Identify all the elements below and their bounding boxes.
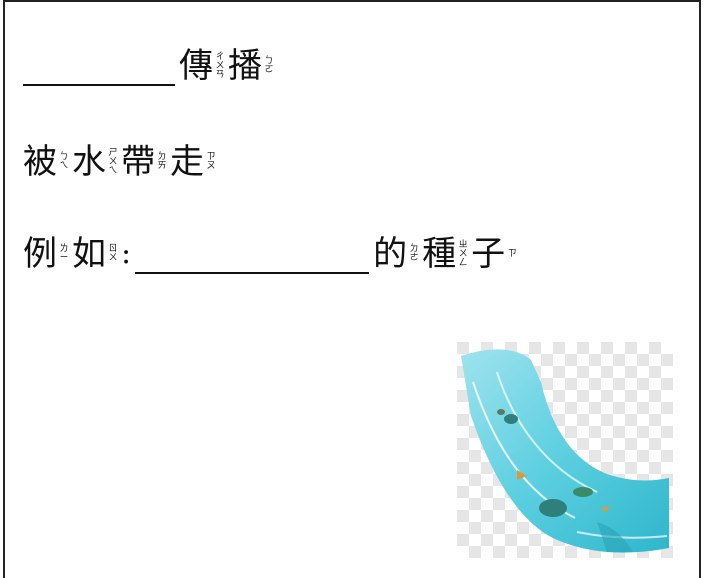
river-highlight: [496, 371, 598, 493]
river-stone: [573, 487, 593, 497]
river-illustration: [457, 342, 673, 558]
hanzi: 走: [170, 142, 204, 182]
zhuyin: ㄗ: [507, 248, 517, 259]
worksheet: 傳 ㄔ ㄨ ㄢ 播 ㄅ ㄛ 被 ㄅ ㄟ 水 ㄕ: [3, 0, 701, 578]
river-stone: [539, 499, 567, 517]
zhuyin: ㄉ ㄞ: [157, 152, 167, 171]
char-zi: 子 ㄗ: [471, 234, 520, 274]
river-stone: [497, 409, 505, 415]
zhuyin: ㄅ ㄟ: [59, 152, 69, 171]
hanzi: 子: [471, 234, 506, 274]
river-body: [461, 349, 669, 553]
char-dai: 帶 ㄉ ㄞ: [121, 142, 170, 182]
zhuyin: ㄗ ㄡ: [206, 152, 216, 171]
hanzi: 水: [72, 142, 106, 182]
zhuyin: ㄖ ㄨ: [108, 244, 118, 263]
char-chuan: 傳 ㄔ ㄨ ㄢ: [179, 46, 228, 86]
char-ru: 如 ㄖ ㄨ: [72, 234, 121, 274]
line-example: 例 ㄌ ㄧ 如 ㄖ ㄨ : 的 ㄉ ㄜ 種 ㄓ ㄨ: [23, 234, 520, 274]
hanzi: 帶: [121, 142, 155, 182]
zhuyin: ㄅ ㄛ: [264, 56, 274, 75]
hanzi: 傳: [179, 46, 213, 86]
line-water-dispersal: 傳 ㄔ ㄨ ㄢ 播 ㄅ ㄛ: [23, 46, 277, 86]
fish: [517, 470, 527, 480]
river-highlight: [576, 531, 668, 539]
hanzi: 如: [72, 234, 106, 274]
char-bei: 被 ㄅ ㄟ: [23, 142, 72, 182]
river-stone: [504, 414, 518, 424]
char-shui: 水 ㄕ ㄨ ㄟ: [72, 142, 121, 182]
zhuyin: ㄔ ㄨ ㄢ: [215, 51, 225, 80]
char-zou: 走 ㄗ ㄡ: [170, 142, 219, 182]
hanzi: 例: [23, 234, 57, 274]
hanzi: 被: [23, 142, 57, 182]
zhuyin: ㄕ ㄨ ㄟ: [108, 147, 118, 176]
hanzi: 種: [422, 234, 457, 274]
fish: [601, 506, 611, 512]
zhuyin: ㄓ ㄨ ㄥ: [458, 239, 468, 268]
char-bo: 播 ㄅ ㄛ: [228, 46, 277, 86]
answer-blank-2[interactable]: [135, 238, 370, 274]
hanzi: 播: [228, 46, 262, 86]
colon: :: [121, 236, 132, 271]
hanzi: 的: [373, 234, 408, 274]
char-de: 的 ㄉ ㄜ: [373, 234, 422, 274]
char-li: 例 ㄌ ㄧ: [23, 234, 72, 274]
line-carried-by-water: 被 ㄅ ㄟ 水 ㄕ ㄨ ㄟ 帶 ㄉ ㄞ 走 ㄗ ㄡ: [23, 142, 219, 182]
zhuyin: ㄌ ㄧ: [59, 244, 69, 263]
char-zhong: 種 ㄓ ㄨ ㄥ: [422, 234, 471, 274]
zhuyin: ㄉ ㄜ: [409, 244, 419, 263]
river-shadow: [597, 522, 633, 552]
answer-blank-1[interactable]: [23, 50, 175, 86]
